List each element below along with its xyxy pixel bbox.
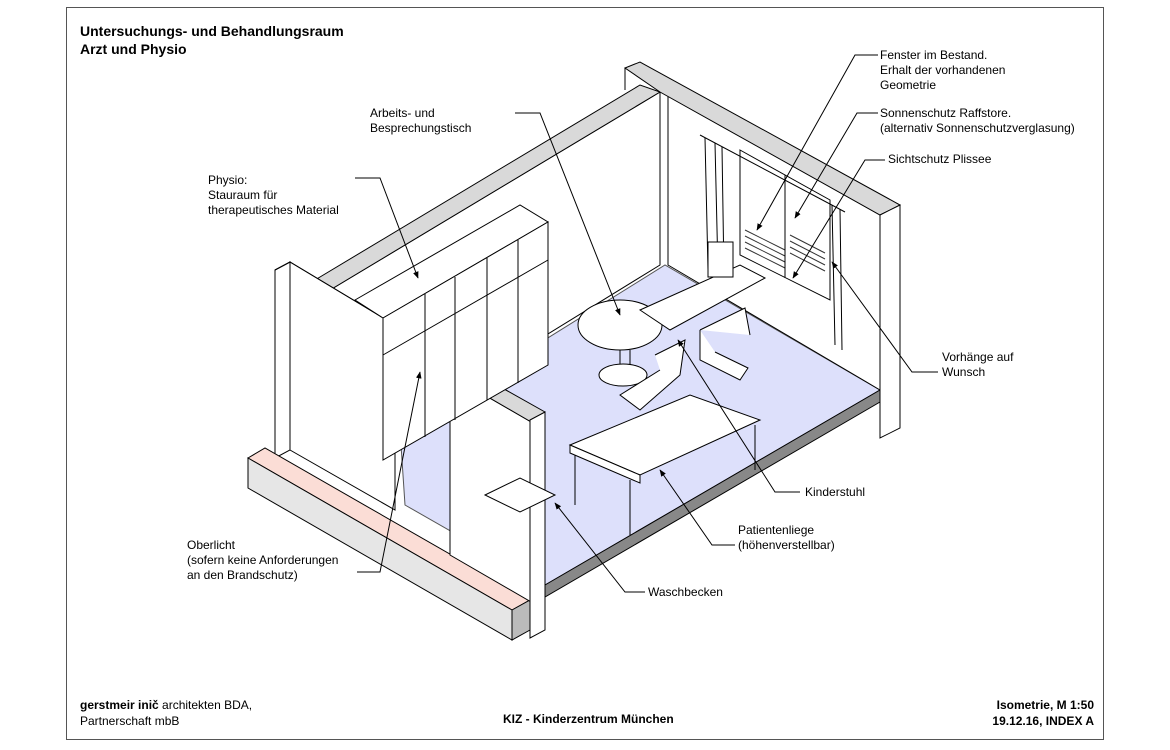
firm-info: gerstmeir inič architekten BDA, Partners…	[80, 697, 252, 729]
label-line: Physio:	[208, 173, 248, 187]
label-sichtschutz: Sichtschutz Plissee	[888, 152, 992, 166]
label-line: (alternativ Sonnenschutzverglasung)	[880, 121, 1075, 135]
label-line: Patientenliege	[738, 523, 815, 537]
label-line: Oberlicht	[187, 538, 236, 552]
label-line: Geometrie	[880, 78, 937, 92]
scale: Isometrie, M 1:50	[996, 698, 1094, 712]
label-sonnenschutz: Sonnenschutz Raffstore. (alternativ Sonn…	[880, 106, 1075, 136]
firm-name: gerstmeir inič	[80, 698, 159, 712]
label-line: (höhenverstellbar)	[738, 538, 835, 552]
label-line: an den Brandschutz)	[187, 568, 298, 582]
label-line: Fenster im Bestand.	[880, 48, 988, 62]
label-physio: Physio: Stauraum für therapeutisches Mat…	[208, 173, 339, 218]
title-line-1: Untersuchungs- und Behandlungsraum	[80, 23, 344, 39]
drawing-meta: Isometrie, M 1:50 19.12.16, INDEX A	[992, 697, 1094, 729]
drawing-title: Untersuchungs- und Behandlungsraum Arzt …	[80, 22, 344, 58]
label-line: Wunsch	[942, 365, 986, 379]
window	[699, 134, 846, 351]
desk	[577, 241, 767, 387]
left-wall	[274, 261, 291, 459]
firm-suffix: architekten BDA,	[158, 698, 253, 712]
desk-chair	[699, 307, 751, 381]
title-line-2: Arzt und Physio	[80, 41, 187, 57]
sink	[483, 477, 557, 513]
patient-couch	[568, 394, 762, 535]
date-index: 19.12.16, INDEX A	[992, 714, 1094, 728]
firm-line-2: Partnerschaft mbB	[80, 714, 180, 728]
label-line: (sofern keine Anforderungen	[187, 553, 339, 567]
label-line: Sonnenschutz Raffstore.	[880, 106, 1012, 120]
label-line: therapeutisches Material	[208, 203, 339, 217]
label-fenster: Fenster im Bestand. Erhalt der vorhanden…	[880, 48, 1005, 93]
label-line: Stauraum für	[208, 188, 278, 202]
label-waschbecken: Waschbecken	[648, 585, 723, 599]
label-tisch: Arbeits- und Besprechungstisch	[370, 106, 471, 136]
right-wall-end	[879, 204, 901, 439]
label-line: Besprechungstisch	[370, 121, 472, 135]
label-oberlicht: Oberlicht (sofern keine Anforderungen an…	[187, 538, 338, 583]
drawing-frame	[66, 7, 1104, 740]
label-vorhaenge: Vorhänge auf Wunsch	[942, 350, 1013, 380]
label-line: Arbeits- und	[370, 106, 435, 120]
label-line: Erhalt der vorhandenen	[880, 63, 1006, 77]
label-kinderstuhl: Kinderstuhl	[805, 485, 866, 499]
project-name: KIZ - Kinderzentrum München	[503, 712, 674, 726]
label-line: Vorhänge auf	[942, 350, 1014, 364]
label-liege: Patientenliege (höhenverstellbar)	[738, 523, 835, 553]
cabinets	[354, 204, 549, 461]
leader-lines	[355, 54, 938, 593]
